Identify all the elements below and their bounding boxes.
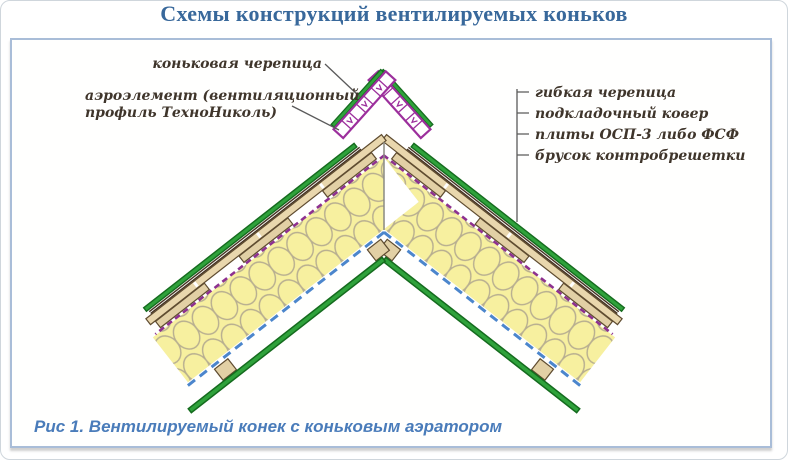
membrane-dashed-line [154, 153, 386, 336]
label-aeroelement-line1: аэроэлемент (вентиляционный [85, 87, 359, 104]
inner-lining-layer [187, 256, 387, 414]
roof-slope-left [142, 133, 419, 414]
leader-aeroelement [291, 105, 340, 131]
ridge-cap-left [330, 68, 397, 140]
right-labels-bracket [516, 89, 529, 222]
insulation-layer [152, 157, 419, 383]
leader-lines [291, 63, 529, 222]
figure-caption: Рис 1. Вентилируемый конек с коньковым а… [34, 417, 503, 436]
underlayment-layer [406, 146, 620, 315]
underlayment-layer [148, 146, 362, 315]
label-flexible-tile: гибкая черепица [535, 85, 676, 101]
counter-batten-bars [390, 151, 614, 329]
label-underlayment: подкладочный ковер [535, 105, 709, 122]
inner-batten-blocks [213, 238, 391, 382]
membrane-dashed-line [382, 153, 614, 336]
leader-ridge-tile [324, 63, 361, 98]
vapor-barrier-dashed-line [382, 231, 582, 387]
flexible-tile-layer [142, 142, 358, 313]
aerator-profile-cells [341, 79, 389, 130]
label-aeroelement-line2: профиль ТехноНиколь) [85, 105, 277, 121]
insulation-miter-mask [383, 157, 419, 230]
roof-section-diagram: коньковая черепица аэроэлемент (вентиляц… [85, 56, 745, 414]
label-ridge-tile: коньковая черепица [152, 56, 322, 72]
insulation-layer [349, 157, 616, 383]
roof-slope-right [349, 133, 626, 414]
osb-joints [192, 182, 325, 288]
diagram-panel: коньковая черепица аэроэлемент (вентиляц… [10, 38, 772, 448]
osb-joints [443, 182, 576, 288]
flexible-tile-layer [410, 142, 626, 313]
label-counter-batten: брусок контробрешетки [535, 148, 745, 164]
counter-batten-bars [154, 151, 378, 329]
page-title: Схемы конструкций вентилируемых коньков [160, 1, 628, 26]
vapor-barrier-dashed-line [186, 231, 386, 387]
label-osb: плиты ОСП-3 либо ФСФ [535, 127, 739, 143]
